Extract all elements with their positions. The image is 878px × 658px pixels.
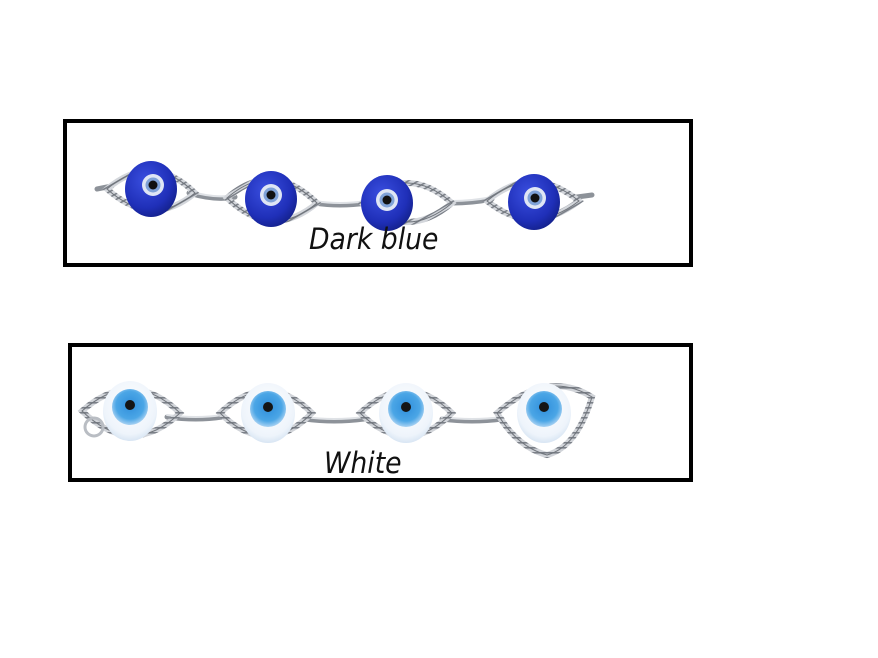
white-bead-3 [379,383,433,443]
white-bead-1 [103,381,157,441]
white-evil-eye-chain-image [77,381,596,459]
color-label-white: White [324,446,402,480]
dark-blue-bead-2 [245,171,297,227]
dark-blue-bead-3 [361,175,413,231]
dark-blue-bead-4 [508,174,560,230]
dark-blue-evil-eye-chain-image [94,161,595,231]
dark-blue-panel: Dark blue [63,119,693,267]
white-bead-2 [241,383,295,443]
white-bead-4 [517,383,571,443]
white-panel: White [68,343,693,482]
color-label-dark-blue: Dark blue [309,222,439,256]
dark-blue-bead-1 [125,161,177,217]
